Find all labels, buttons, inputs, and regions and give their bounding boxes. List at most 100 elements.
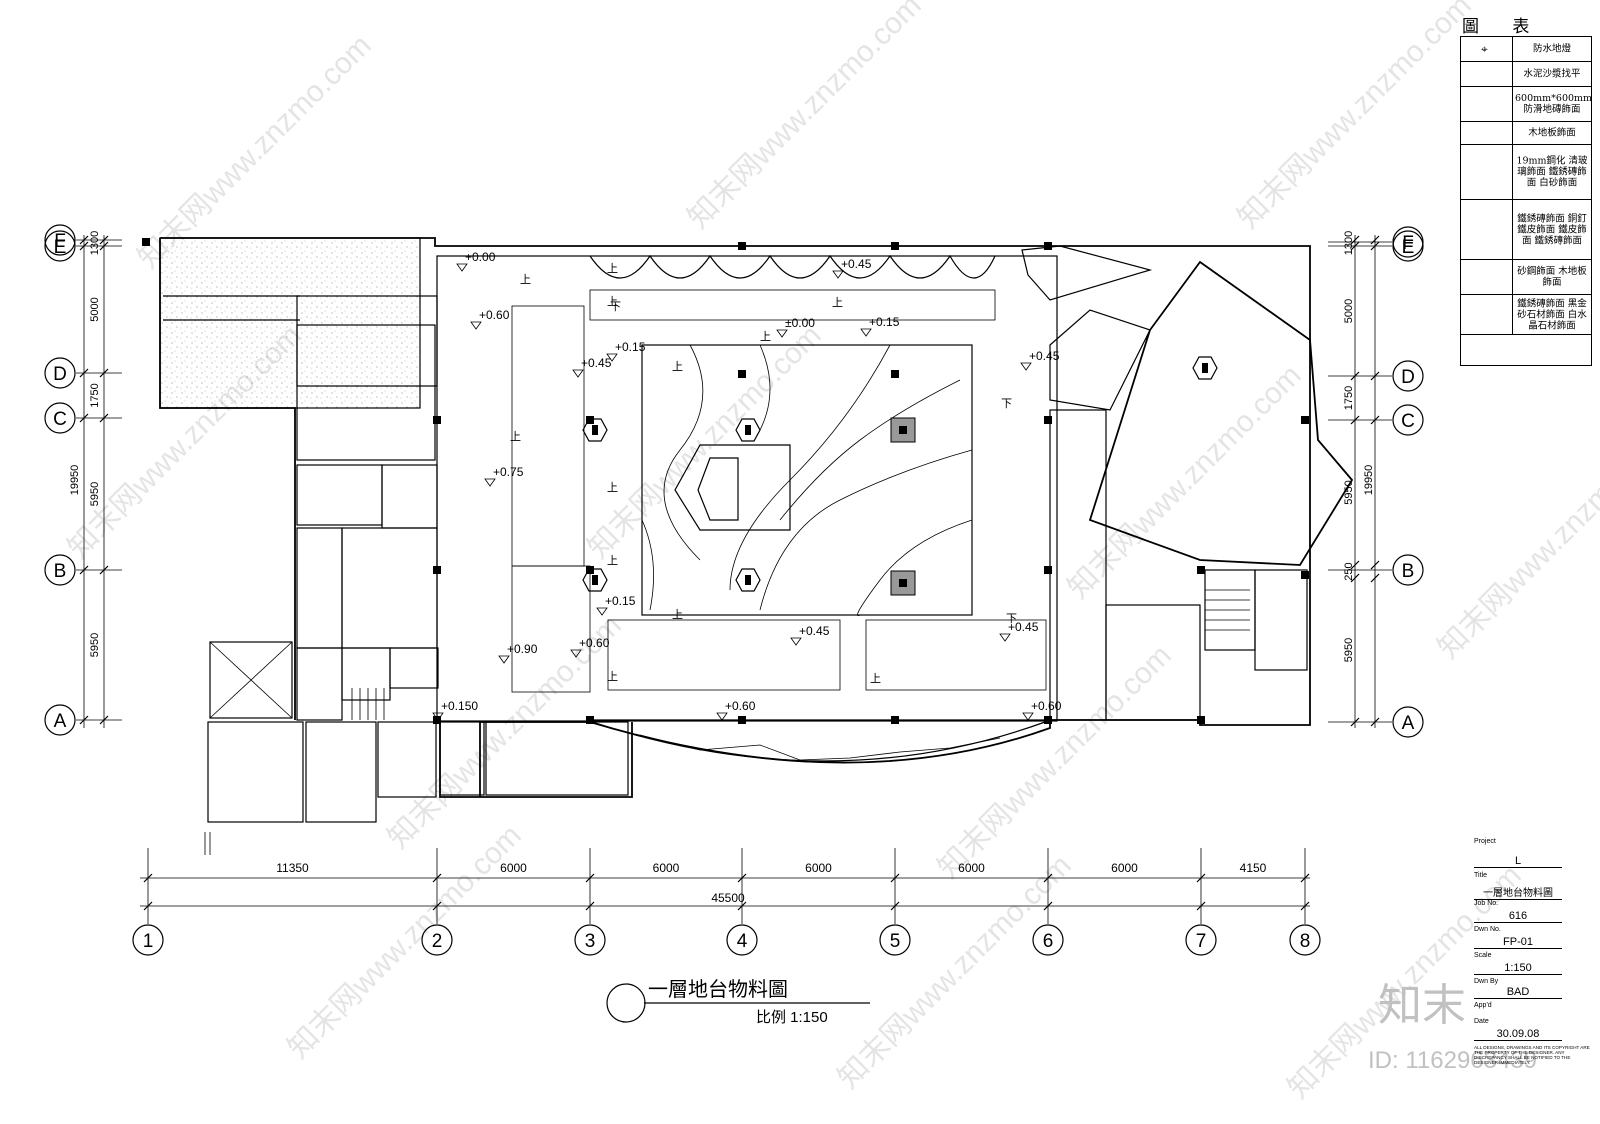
level-marker: +0.60 — [479, 308, 510, 322]
column — [433, 566, 441, 574]
level-triangle — [606, 353, 618, 362]
watermark-site: 知末网www.znzmo.com — [1432, 419, 1600, 665]
dim-right-0: 1300 — [1343, 231, 1355, 255]
dim-tick — [99, 241, 109, 251]
legend-row: 砂鋼飾面 木地板飾面 — [1461, 260, 1591, 295]
watermark-site: 知末网www.znzmo.com — [832, 849, 1078, 1095]
dim-bottom-3: 6000 — [805, 861, 832, 875]
level-marker: +0.45 — [581, 356, 612, 370]
dim-tick — [1350, 371, 1360, 381]
legend-label: 水泥沙漿找平 — [1523, 68, 1581, 80]
watermark-site: 知末网www.znzmo.com — [282, 819, 528, 1065]
watermark: 知末网www.znzmo.com — [1232, 0, 1478, 235]
dim-tick — [1370, 415, 1380, 425]
level-marker: +0.60 — [1031, 699, 1062, 713]
drawing-scale: 比例 1:150 — [756, 1009, 828, 1026]
dim-right-3: 5950 — [1343, 480, 1355, 504]
dim-bottom-4: 6000 — [958, 861, 985, 875]
dim-left-2: 1750 — [89, 383, 101, 407]
legend-swatch — [1461, 62, 1513, 86]
dim-bottom-1: 6000 — [500, 861, 527, 875]
column — [891, 370, 899, 378]
feature-block-core — [899, 426, 907, 434]
column — [586, 416, 594, 424]
grid-col-label-2: 2 — [432, 931, 443, 952]
dim-left-4: 5950 — [89, 633, 101, 657]
grid-row-label-right-C: C — [1401, 411, 1415, 432]
dim-right-5: 5950 — [1343, 638, 1355, 662]
dwn-no-value: FP-01 — [1474, 936, 1562, 949]
level-triangle — [498, 655, 510, 664]
job-label: Job No. — [1474, 900, 1499, 907]
grid-col-bubble-2 — [421, 924, 453, 956]
level-triangle — [832, 270, 844, 279]
legend-swatch — [1461, 87, 1513, 121]
stair-up: 上 — [607, 554, 618, 567]
watermark-site: 知末网www.znzmo.com — [582, 319, 828, 565]
dim-tick — [99, 565, 109, 575]
dim-tick — [1350, 235, 1360, 245]
title-label: Title — [1474, 872, 1487, 879]
grid-row-bubble-left-C — [44, 402, 76, 434]
stair-up: 上 — [672, 608, 683, 621]
stair-down: 下 — [610, 300, 621, 313]
dim-tick — [1370, 573, 1380, 583]
dim-tick — [1350, 241, 1360, 251]
floor-light — [582, 418, 608, 442]
dim-tick — [1300, 873, 1310, 883]
dim-tick — [1300, 901, 1310, 911]
grid-col-label-8: 8 — [1300, 931, 1311, 952]
watermark-site: 知末网www.znzmo.com — [1062, 359, 1308, 605]
dim-tick — [79, 368, 89, 378]
dim-tick — [99, 368, 109, 378]
grid-col-bubble-6 — [1032, 924, 1064, 956]
legend-swatch: ⌖ — [1461, 37, 1513, 61]
dim-tick — [79, 241, 89, 251]
grid-col-label-6: 6 — [1043, 931, 1054, 952]
dim-bottom-2: 6000 — [653, 861, 680, 875]
column — [1301, 571, 1309, 579]
level-triangle — [456, 263, 468, 272]
watermark-site: 知末网www.znzmo.com — [932, 639, 1178, 885]
dim-right-2: 1750 — [1343, 386, 1355, 410]
stair-down: 下 — [1006, 612, 1017, 625]
level-triangle — [470, 321, 482, 330]
dim-tick — [1350, 573, 1360, 583]
dim-bottom-5: 6000 — [1111, 861, 1138, 875]
dim-tick — [79, 235, 89, 245]
dim-right-4: 250 — [1343, 562, 1355, 580]
grid-row-bubble-right-B — [1392, 554, 1424, 586]
watermark: 知末网www.znzmo.com — [282, 819, 528, 1065]
grid-row-bubble-right-E — [1392, 230, 1424, 262]
legend-label: 鐵銹磚飾面 銅釘 鐵皮飾面 鐵皮飾面 鐵銹磚飾面 — [1517, 213, 1587, 246]
dim-tick — [1043, 901, 1053, 911]
stair-up: 上 — [870, 672, 881, 685]
scale-value: 1:150 — [1474, 962, 1562, 975]
watermark: 知末网www.znzmo.com — [582, 319, 828, 565]
column — [586, 716, 594, 724]
grid-row-bubble-left-F — [44, 224, 76, 256]
dim-right-1: 5000 — [1343, 299, 1355, 323]
grid-row-bubble-left-A — [44, 704, 76, 736]
project-value: L — [1474, 855, 1562, 868]
title-circle — [606, 983, 646, 1023]
legend-label: 600mm*600mm 防滑地磚飾面 — [1515, 93, 1593, 115]
dim-tick — [890, 873, 900, 883]
watermark: 知末网www.znzmo.com — [682, 0, 928, 235]
dim-tick — [737, 901, 747, 911]
column — [1044, 242, 1052, 250]
grid-col-label-1: 1 — [143, 931, 154, 952]
project-label: Project — [1474, 838, 1496, 845]
dim-tick — [1370, 560, 1380, 570]
grid-col-bubble-8 — [1289, 924, 1321, 956]
grid-row-bubble-right-C — [1392, 404, 1424, 436]
grid-row-label-left-A: A — [54, 711, 67, 732]
level-marker: +0.45 — [799, 624, 830, 638]
column — [1044, 716, 1052, 724]
level-marker: +0.75 — [493, 465, 524, 479]
floor-light — [1192, 356, 1218, 380]
legend-title: 圖 表 — [1462, 17, 1544, 37]
level-triangle — [776, 329, 788, 338]
level-triangle — [572, 369, 584, 378]
